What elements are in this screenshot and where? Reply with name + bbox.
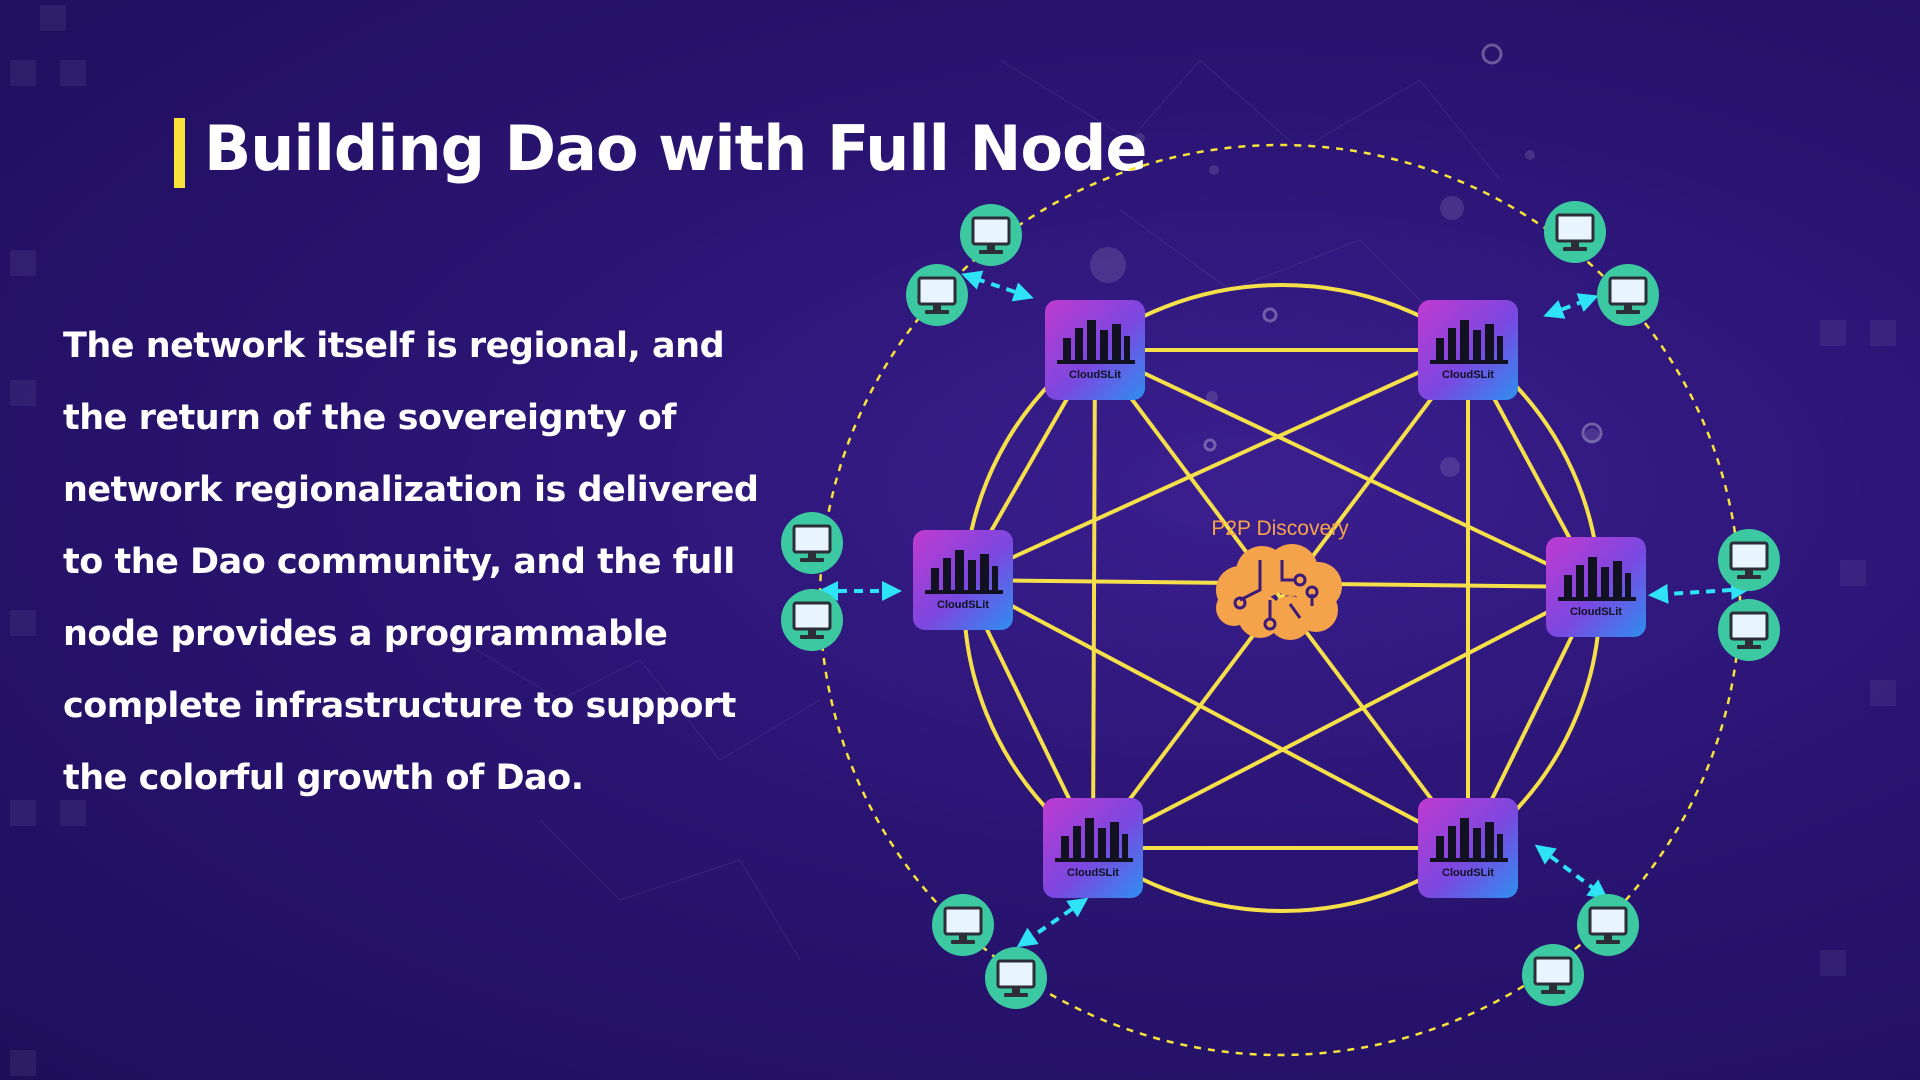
page-title: Building Dao with Full Node bbox=[204, 112, 1147, 185]
description-paragraph: The network itself is regional, and the … bbox=[63, 326, 759, 798]
node-label: CloudSLit bbox=[1442, 369, 1494, 381]
title-accent-bar bbox=[174, 118, 185, 188]
city-skyline-icon bbox=[1430, 320, 1508, 364]
monitor-icon bbox=[917, 276, 957, 314]
city-skyline-icon bbox=[1057, 320, 1135, 364]
monitor-icon bbox=[792, 524, 832, 562]
monitor-icon bbox=[971, 216, 1011, 254]
monitor-icon bbox=[792, 601, 832, 639]
full-node: CloudSLit bbox=[1546, 537, 1646, 637]
p2p-discovery-hub: P2P Discovery bbox=[1211, 517, 1349, 640]
city-skyline-icon bbox=[1430, 818, 1508, 862]
connection-arrow bbox=[1016, 897, 1089, 948]
connection-arrow bbox=[1543, 293, 1599, 319]
client-computer bbox=[1718, 599, 1780, 661]
full-node: CloudSLit bbox=[913, 530, 1013, 630]
client-computer bbox=[1597, 264, 1659, 326]
connection-arrow bbox=[1648, 580, 1751, 604]
monitor-icon bbox=[1533, 956, 1573, 994]
client-computer bbox=[985, 947, 1047, 1009]
monitor-icon bbox=[1588, 906, 1628, 944]
monitor-icon bbox=[1555, 213, 1595, 251]
node-link bbox=[1094, 348, 1597, 589]
p2p-discovery-label: P2P Discovery bbox=[1211, 517, 1349, 540]
monitor-icon bbox=[1729, 541, 1769, 579]
client-connections bbox=[818, 270, 1751, 948]
city-skyline-icon bbox=[1558, 557, 1636, 601]
client-computer bbox=[781, 512, 843, 574]
monitor-icon bbox=[1608, 276, 1648, 314]
client-computer bbox=[960, 204, 1022, 266]
client-computer bbox=[1577, 894, 1639, 956]
full-node: CloudSLit bbox=[1418, 798, 1518, 898]
brain-icon bbox=[1216, 544, 1342, 640]
connection-arrow bbox=[1534, 844, 1609, 900]
connection-arrow bbox=[961, 270, 1034, 302]
node-link bbox=[1092, 585, 1597, 850]
monitor-icon bbox=[996, 959, 1036, 997]
monitor-icon bbox=[1729, 611, 1769, 649]
node-label: CloudSLit bbox=[1570, 606, 1622, 618]
client-computers bbox=[781, 201, 1780, 1009]
client-computer bbox=[906, 264, 968, 326]
node-label: CloudSLit bbox=[1067, 867, 1119, 879]
client-computer bbox=[1544, 201, 1606, 263]
full-node: CloudSLit bbox=[1418, 300, 1518, 400]
full-node: CloudSLit bbox=[1045, 300, 1145, 400]
client-computer bbox=[1718, 529, 1780, 591]
monitor-icon bbox=[943, 906, 983, 944]
full-node: CloudSLit bbox=[1043, 798, 1143, 898]
node-link bbox=[1091, 349, 1097, 849]
client-computer bbox=[932, 894, 994, 956]
client-computer bbox=[1522, 944, 1584, 1006]
node-label: CloudSLit bbox=[937, 599, 989, 611]
node-label: CloudSLit bbox=[1069, 369, 1121, 381]
city-skyline-icon bbox=[925, 550, 1003, 594]
node-label: CloudSLit bbox=[1442, 867, 1494, 879]
city-skyline-icon bbox=[1055, 818, 1133, 862]
node-link bbox=[962, 348, 1469, 582]
node-link bbox=[962, 578, 1469, 850]
client-computer bbox=[781, 589, 843, 651]
